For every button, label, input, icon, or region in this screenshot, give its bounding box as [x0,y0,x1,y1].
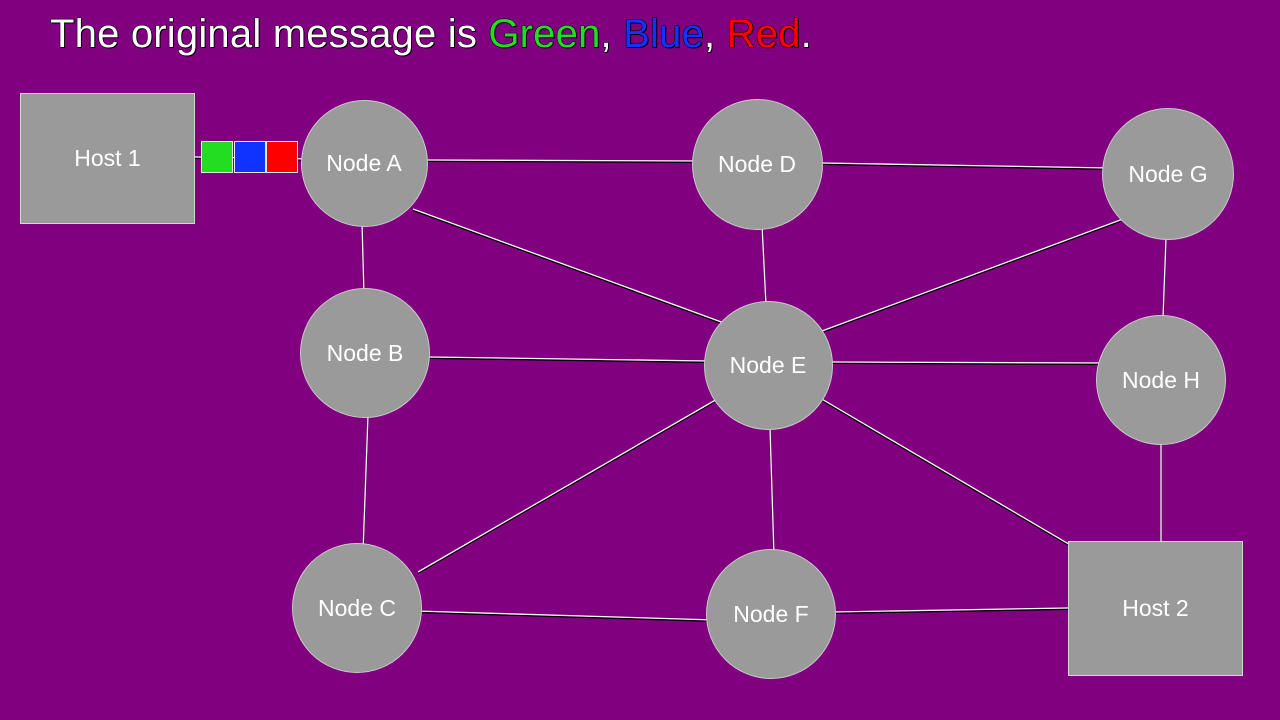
link-line [821,218,1124,332]
link-shadow [417,398,720,574]
link-C-F [414,610,715,622]
node-label: Node D [718,150,796,177]
node-e[interactable]: Node E [703,300,833,430]
node-label: Node H [1122,366,1200,393]
node-label: Node A [326,149,402,176]
link-line [361,222,365,296]
link-E-C [417,397,720,574]
link-shadow [819,398,1085,555]
node-b[interactable]: Node B [300,288,430,418]
host-label: Host 1 [74,145,141,171]
link-E-H [830,361,1102,366]
link-line [412,208,725,324]
link-E-host2 [819,397,1085,555]
title-suffix: . [800,12,812,56]
node-f[interactable]: Node F [706,549,836,679]
link-shadow [423,160,701,163]
node-c[interactable]: Node C [292,543,422,673]
link-shadow [412,209,725,325]
link-line [414,610,715,621]
link-line [1162,237,1167,319]
link-shadow [427,357,709,363]
link-line [820,162,1111,169]
node-g[interactable]: Node G [1102,108,1234,240]
node-label: Node G [1128,160,1208,187]
link-F-host2 [832,607,1069,614]
link-shadow [414,611,715,622]
packet-blue[interactable] [234,141,266,173]
title-word-red: Red [726,12,801,56]
link-A-E [412,208,725,325]
title-prefix: The original message is [49,12,489,56]
link-line [427,356,709,362]
link-line [423,159,701,162]
title-word-green: Green [488,12,601,56]
link-shadow [821,219,1124,333]
title-separator-1: , [600,12,624,56]
link-shadow [830,362,1102,366]
link-line [362,414,369,553]
host-host1[interactable]: Host 1 [20,93,195,224]
link-shadow [820,163,1111,170]
link-B-E [427,356,709,363]
host-label: Host 2 [1122,595,1189,621]
host-host2[interactable]: Host 2 [1068,541,1243,676]
link-A-D [423,159,701,163]
link-D-E [761,224,767,307]
link-D-G [820,162,1111,170]
packet-red[interactable] [266,141,298,173]
link-line [830,361,1102,364]
title-word-blue: Blue [623,12,705,56]
link-shadow [832,608,1069,614]
page-title: The original message is Green, Blue, Red… [49,12,812,56]
link-line [819,397,1085,554]
link-line [417,397,720,573]
link-A-B [361,222,365,297]
node-label: Node B [326,339,404,366]
node-a[interactable]: Node A [300,99,428,227]
node-label: Node E [729,351,807,378]
node-label: Node C [318,594,396,621]
link-G-H [1162,237,1167,320]
link-line [769,427,775,557]
link-E-F [769,427,775,558]
node-h[interactable]: Node H [1096,315,1226,445]
packet-green[interactable] [201,141,233,173]
node-label: Node F [733,600,809,627]
node-d[interactable]: Node D [691,98,823,230]
link-E-G [821,218,1124,333]
link-B-C [362,414,369,554]
link-line [761,224,767,306]
title-separator-2: , [703,12,727,56]
link-line [832,607,1069,613]
